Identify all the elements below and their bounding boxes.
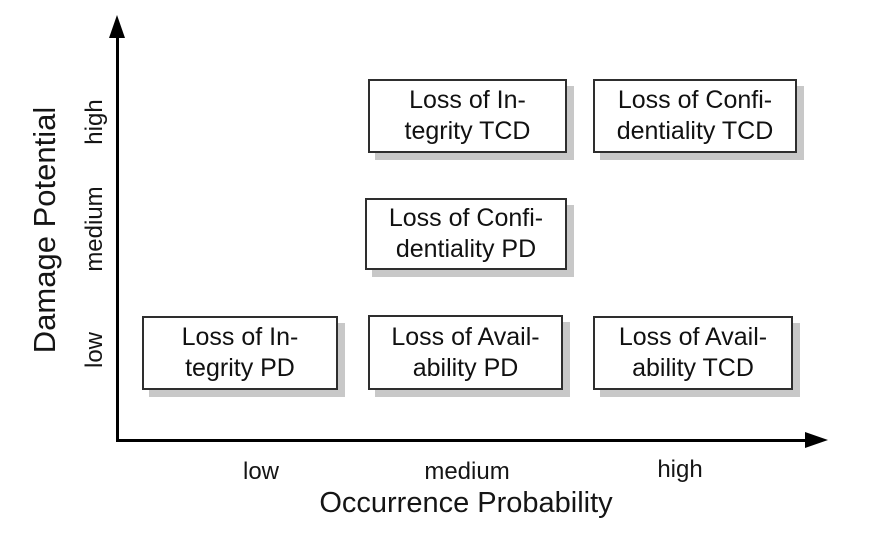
arrow-up-icon [109, 15, 125, 38]
y-axis-title: Damage Potential [27, 106, 62, 354]
node-label-line: ability TCD [632, 354, 754, 382]
node-label-line: Loss of Confi- [388, 204, 544, 232]
node-label-line: tegrity PD [185, 354, 295, 382]
node-label-line: ability PD [412, 353, 519, 382]
y-tick-label-high: high [81, 99, 108, 145]
node-loss-of-availability-tcd: Loss of Avail- ability TCD [593, 316, 793, 390]
node-label-line: dentiality PD [395, 235, 537, 263]
node-loss-of-availability-pd: Loss of Avail- ability PD [368, 315, 563, 390]
node-loss-of-confidentiality-tcd: Loss of Confi- dentiality TCD [593, 79, 797, 153]
node-label-line: Loss of In- [181, 323, 299, 351]
node-label-line: Loss of Confi- [617, 86, 773, 114]
node-loss-of-confidentiality-pd: Loss of Confi- dentiality PD [365, 198, 567, 270]
y-axis-line [116, 28, 119, 442]
node-label-line: dentiality TCD [616, 117, 774, 145]
x-tick-label-low: low [242, 458, 280, 485]
x-axis-line [116, 439, 810, 442]
node-label-line: Loss of Avail- [391, 322, 540, 351]
x-tick-label-medium: medium [424, 458, 510, 485]
y-tick-label-medium: medium [81, 186, 108, 272]
node-label-line: tegrity TCD [404, 117, 531, 145]
node-label-line: Loss of Avail- [618, 323, 768, 351]
node-loss-of-integrity-pd: Loss of In- tegrity PD [142, 316, 338, 390]
node-label-line: Loss of In- [409, 86, 526, 114]
arrow-right-icon [805, 432, 828, 448]
node-loss-of-integrity-tcd: Loss of In- tegrity TCD [368, 79, 567, 153]
y-tick-label-low: low [81, 331, 108, 369]
x-tick-label-high: high [657, 456, 703, 483]
x-axis-title: Occurrence Probability [319, 487, 613, 519]
